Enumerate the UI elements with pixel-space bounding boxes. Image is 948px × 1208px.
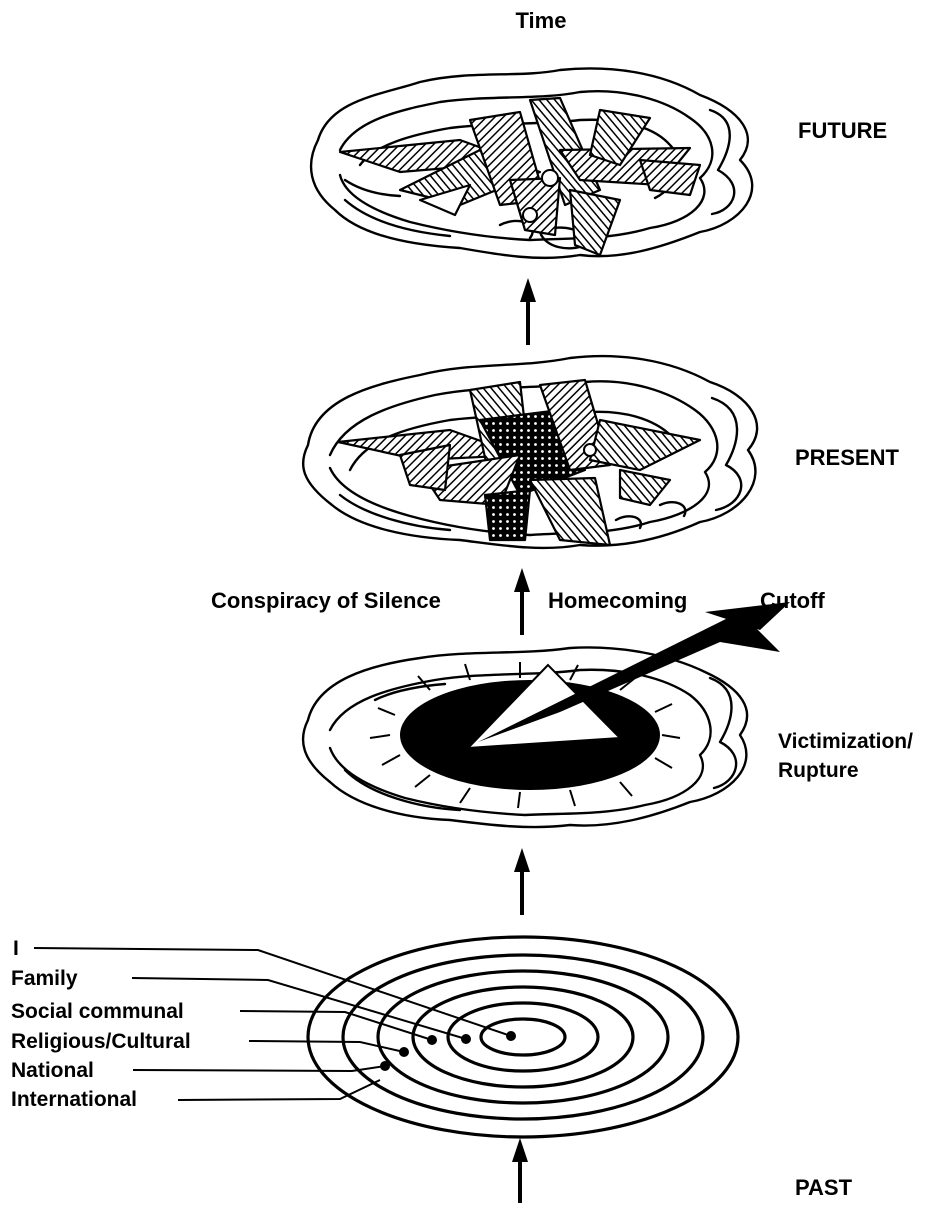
present-label: PRESENT (795, 445, 899, 470)
level-label-religious-cultural: Religious/Cultural (11, 1030, 191, 1053)
conspiracy-label: Conspiracy of Silence (211, 588, 441, 613)
level-label-national: National (11, 1059, 94, 1082)
victimization-cloud (303, 602, 790, 827)
level-leader-lines (34, 948, 511, 1100)
level-labels: I Family Social communal Religious/Cultu… (11, 937, 191, 1111)
level-label-family: Family (11, 967, 78, 990)
concentric-circles (308, 937, 738, 1137)
arrow-present-to-future (520, 278, 536, 345)
present-cloud (303, 356, 757, 548)
future-cloud (311, 68, 752, 257)
arrow-into-past (512, 1138, 528, 1203)
level-label-international: International (11, 1088, 137, 1111)
ring-national (343, 955, 703, 1119)
arrow-past-to-victimization (514, 848, 530, 915)
diagram-title: Time (516, 8, 567, 33)
victimization-label-line2: Rupture (778, 759, 859, 782)
victimization-label-line1: Victimization/ (778, 730, 913, 753)
ring-i (481, 1019, 565, 1055)
future-label: FUTURE (798, 118, 887, 143)
past-label: PAST (795, 1175, 853, 1200)
level-label-social-communal: Social communal (11, 1000, 184, 1023)
arrow-victimization-to-present (514, 568, 530, 635)
level-label-i: I (13, 937, 19, 960)
ring-international (308, 937, 738, 1137)
homecoming-label: Homecoming (548, 588, 687, 613)
